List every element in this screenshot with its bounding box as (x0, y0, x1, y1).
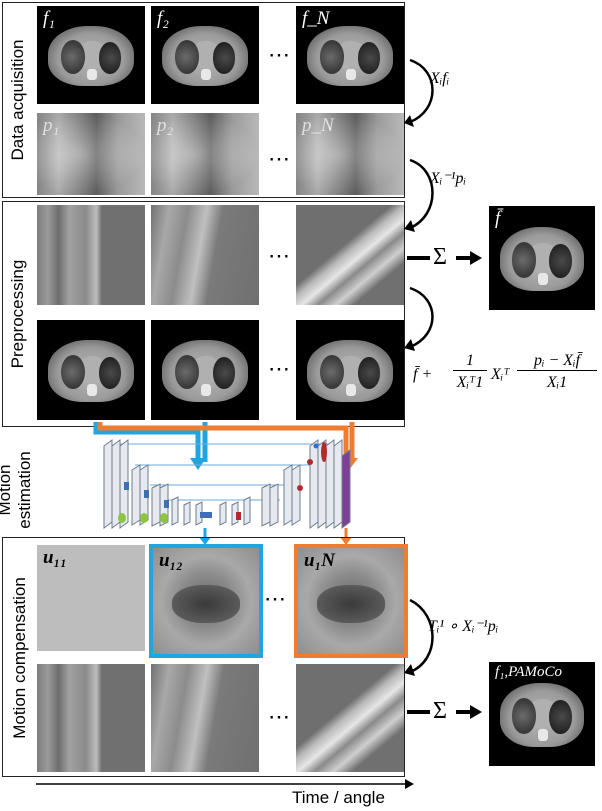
blue-connector (93, 422, 201, 462)
formula-backward: Xᵢ⁻¹pᵢ (430, 170, 467, 187)
motion-compensation-label: Motion compensation (10, 577, 29, 739)
label-u12: u₁₂ (159, 550, 183, 571)
label-u1N: u₁N (304, 550, 335, 571)
projection-pN: p_N (296, 113, 404, 195)
ct-recon-1 (37, 320, 145, 420)
ellipsis: ⋯ (268, 42, 290, 67)
sum-symbol-2: Σ (433, 698, 447, 724)
backward-arrow (409, 158, 434, 230)
projection-p1: p₁ (37, 113, 145, 195)
compensated-sinogram-2 (151, 664, 259, 772)
sinogram-2 (151, 205, 259, 305)
label-f2: f₂ (157, 8, 169, 29)
ct-image-f2: f₂ (151, 6, 259, 104)
motion-field-u1N: u₁N (294, 544, 408, 658)
label-fN: f_N (302, 8, 330, 29)
label-f-pamoco: f₁,PAMoCo (495, 664, 563, 680)
formula-forward: Xᵢfᵢ (430, 70, 450, 87)
forward-arrow (409, 58, 434, 124)
label-f1: f₁ (43, 8, 55, 29)
orange-connector (97, 422, 349, 462)
ellipsis: ⋯ (268, 146, 290, 171)
ellipsis: ⋯ (264, 586, 286, 611)
ellipsis: ⋯ (268, 704, 290, 729)
warp-arrow (409, 598, 434, 674)
ellipsis: ⋯ (268, 356, 290, 381)
label-u11: u₁₁ (43, 547, 67, 568)
ct-mean-reconstruction: f̄ (489, 206, 595, 310)
formula-warp: Tᵢ¹ ∘ Xᵢ⁻¹pᵢ (428, 618, 499, 635)
projection-p2: p₂ (151, 113, 259, 195)
compensated-sinogram-N (296, 664, 404, 772)
layer-markers (118, 442, 327, 523)
motion-field-u12: u₁₂ (149, 544, 263, 658)
sinogram-N (296, 205, 404, 305)
sinogram-1 (37, 205, 145, 305)
ct-image-fN: f_N (296, 6, 404, 104)
data-acquisition-section (2, 2, 405, 198)
ct-recon-2 (151, 320, 259, 420)
time-axis-label: Time / angle (292, 788, 385, 807)
ct-image-f1: f₁ (37, 6, 145, 104)
label-fbar: f̄ (495, 208, 501, 229)
update-arrow (409, 286, 434, 349)
encoder-blocks (103, 439, 203, 529)
compensated-sinogram-1 (37, 664, 145, 772)
ellipsis: ⋯ (268, 243, 290, 268)
sum-symbol: Σ (433, 244, 447, 270)
motion-field-u11: u₁₁ (37, 545, 145, 651)
ct-recon-N (296, 320, 404, 420)
ct-pamoco-reconstruction: f₁,PAMoCo (489, 662, 595, 766)
